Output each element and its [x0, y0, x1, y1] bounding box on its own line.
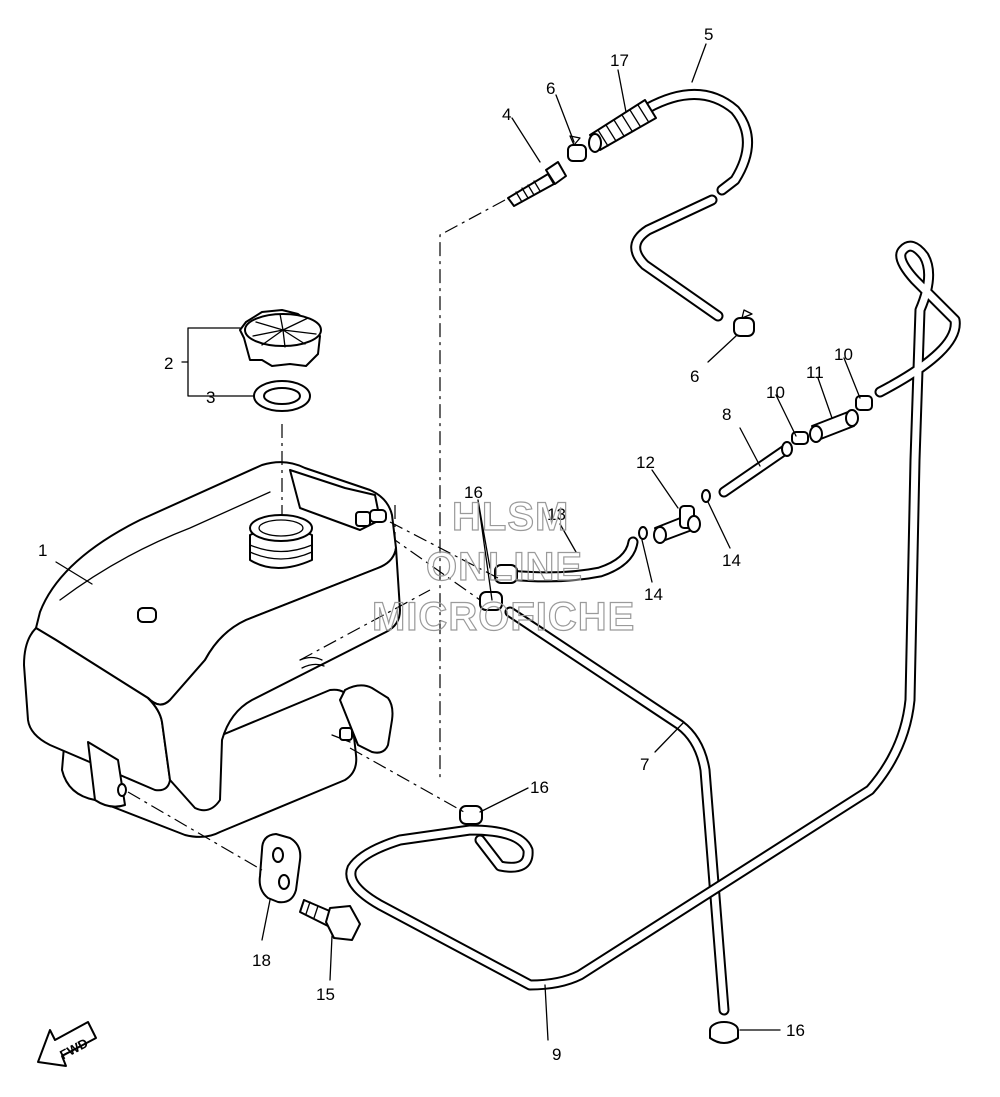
watermark-line1: HLSM — [452, 495, 569, 539]
fwd-arrow-icon: FWD — [37, 1021, 97, 1067]
bracket-18[interactable] — [258, 833, 302, 904]
joint-11[interactable] — [809, 409, 859, 443]
callout-14-left: 14 — [644, 585, 663, 604]
callout-16-middle: 16 — [530, 778, 549, 797]
bolt-4[interactable] — [507, 161, 567, 207]
clip-10-right[interactable] — [855, 395, 873, 411]
callout-13: 13 — [547, 505, 566, 524]
callout-1: 1 — [38, 541, 47, 560]
callout-10-right: 10 — [834, 345, 853, 364]
callout-16-upper: 16 — [464, 483, 483, 502]
callout-2: 2 — [164, 354, 173, 373]
watermark: HLSM ONLINE MICROFICHE — [371, 494, 635, 639]
callout-10-left: 10 — [766, 383, 785, 402]
watermark-line2: ONLINE — [426, 545, 583, 589]
callout-11: 11 — [806, 363, 824, 382]
callout-labels: 1 2 3 4 5 6 6 7 8 9 10 10 11 12 13 14 14… — [38, 25, 853, 1064]
watermark-line3: MICROFICHE — [372, 595, 635, 639]
fuel-cap[interactable] — [239, 309, 322, 367]
spring-sleeve-17[interactable] — [588, 99, 657, 153]
callout-14-right: 14 — [722, 551, 741, 570]
t-joint-12[interactable] — [653, 505, 701, 544]
clamp-6-upper[interactable] — [567, 135, 587, 162]
cap-gasket[interactable] — [253, 380, 311, 412]
callout-17: 17 — [610, 51, 629, 70]
hose-9[interactable] — [345, 240, 961, 991]
fuel-tank[interactable] — [23, 461, 401, 838]
callout-8: 8 — [722, 405, 731, 424]
assembly-lines — [127, 199, 506, 871]
callout-3: 3 — [206, 388, 215, 407]
callout-9: 9 — [552, 1045, 561, 1064]
clamp-16-a[interactable] — [494, 564, 518, 584]
callout-7: 7 — [640, 755, 649, 774]
breather-hose-5[interactable] — [630, 89, 753, 322]
callout-12: 12 — [636, 453, 655, 472]
clamp-6-lower[interactable] — [733, 309, 755, 337]
clamp-16-c[interactable] — [459, 805, 483, 825]
callout-4: 4 — [502, 105, 511, 124]
hose-8[interactable] — [718, 441, 793, 498]
hose-7[interactable] — [504, 606, 730, 1016]
callout-5: 5 — [704, 25, 713, 44]
callout-18: 18 — [252, 951, 271, 970]
callout-6-lower: 6 — [690, 367, 699, 386]
hose-13[interactable] — [504, 536, 639, 583]
clip-14-left[interactable] — [638, 526, 648, 540]
clamp-16-d[interactable] — [709, 1021, 739, 1044]
callout-16-lower: 16 — [786, 1021, 805, 1040]
callout-6-upper: 6 — [546, 79, 555, 98]
bolt-15[interactable] — [299, 899, 361, 941]
leader-lines — [55, 43, 861, 1041]
callout-15: 15 — [316, 985, 335, 1004]
clip-14-right[interactable] — [701, 489, 711, 503]
